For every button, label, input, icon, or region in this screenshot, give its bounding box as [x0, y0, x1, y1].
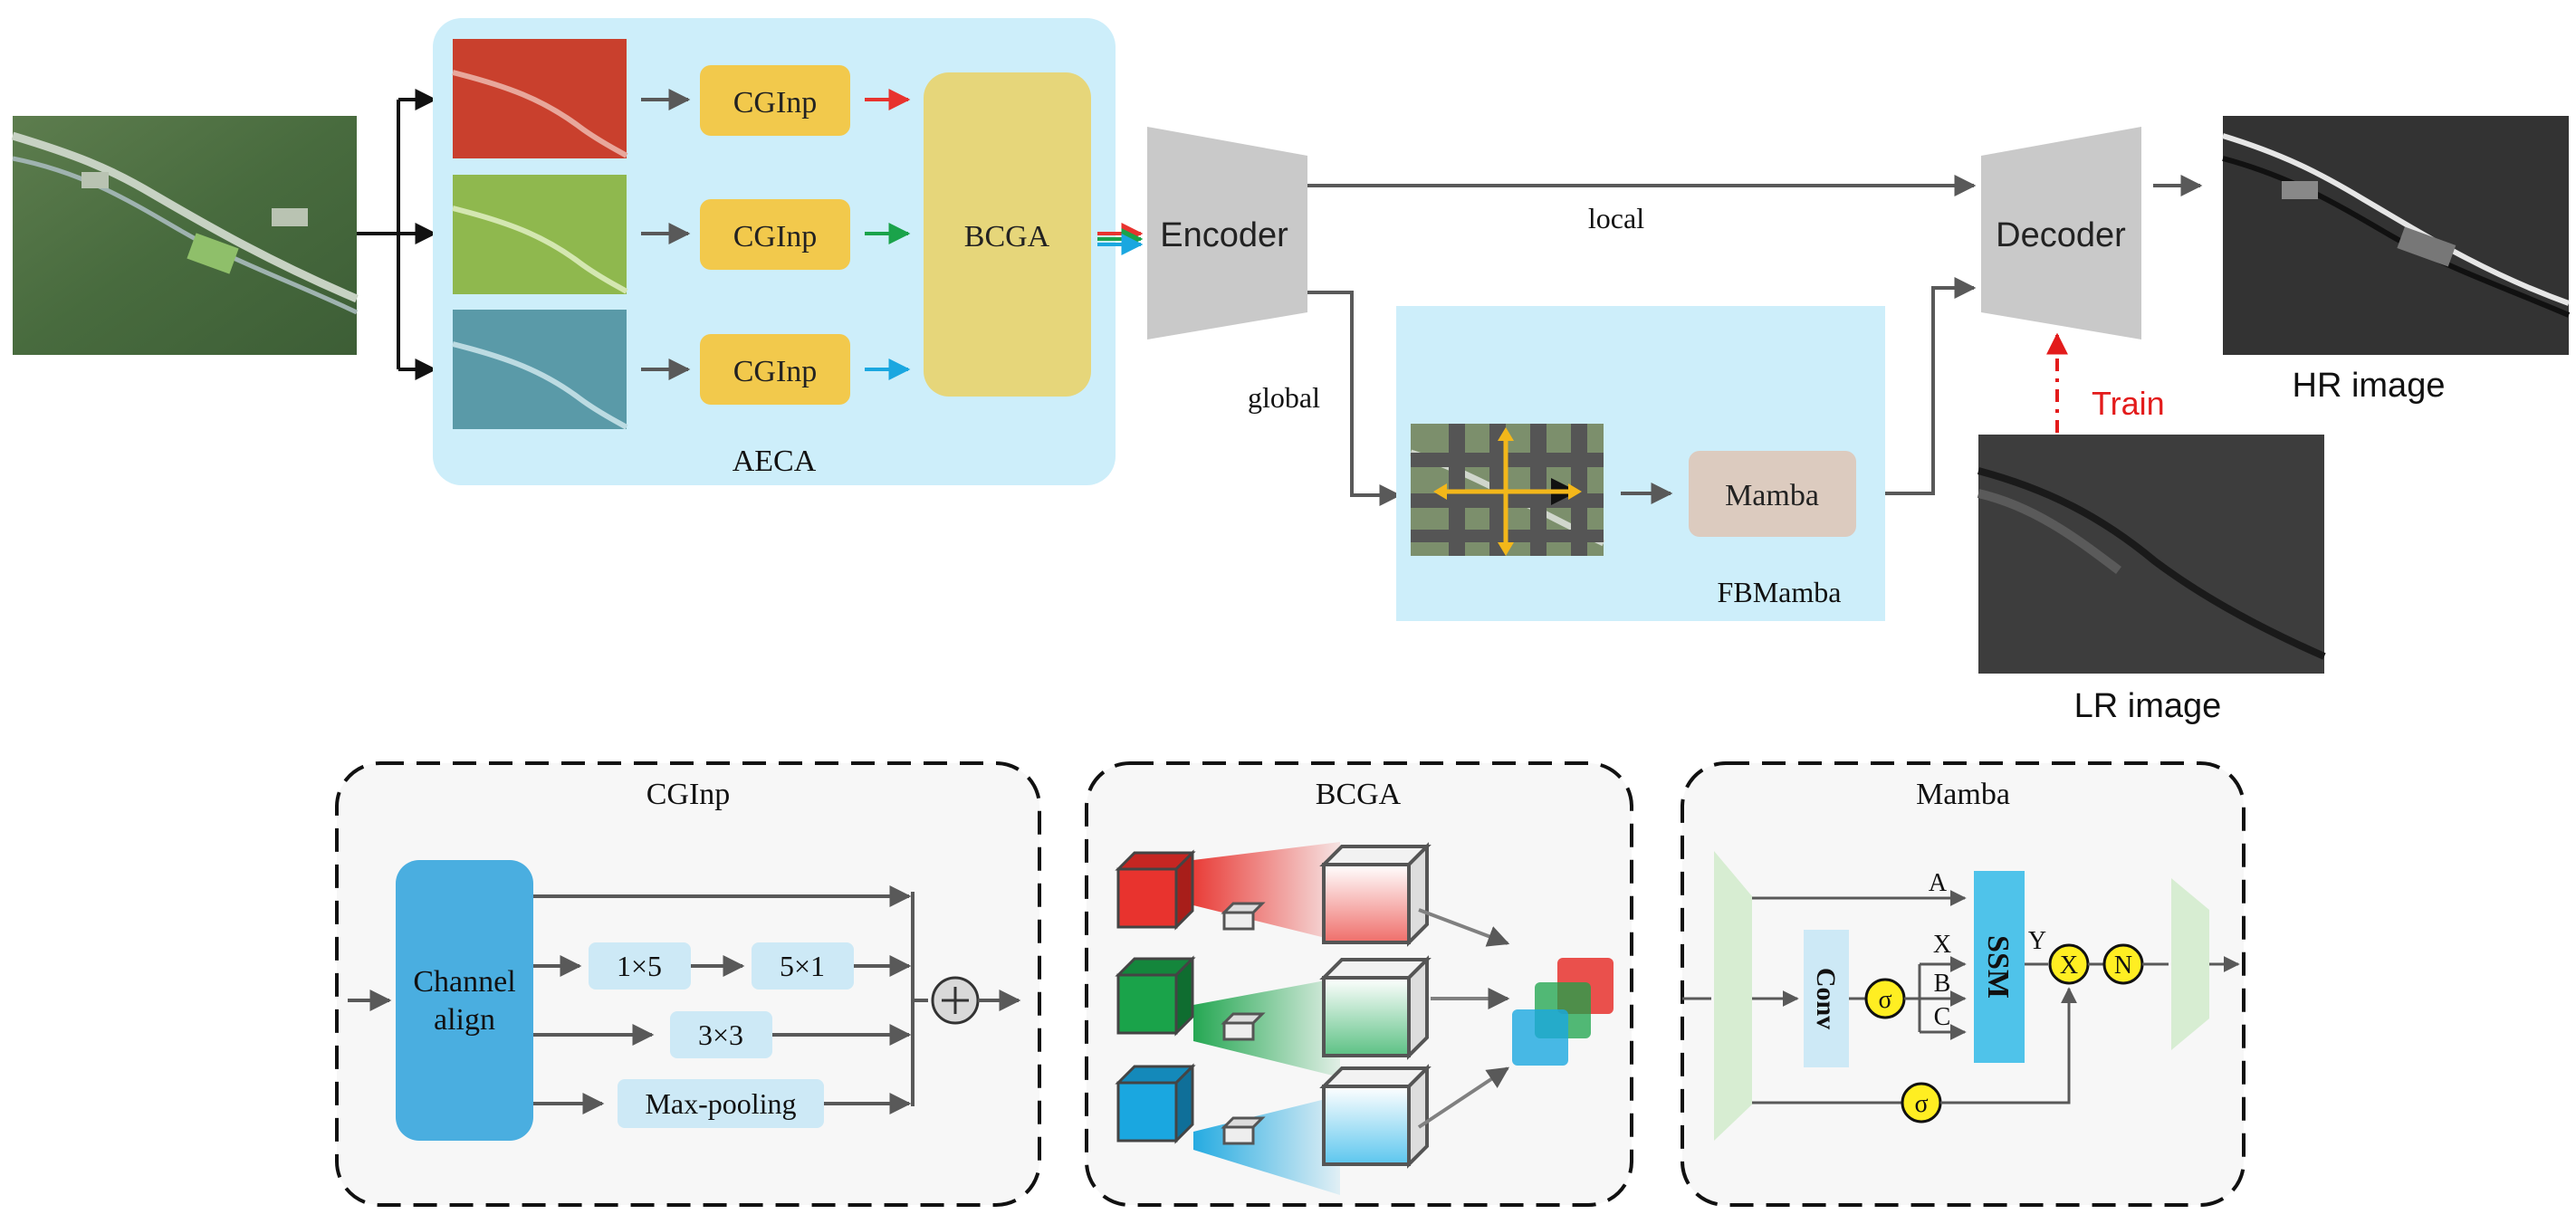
- op-5x1: [752, 942, 854, 990]
- svg-text:3×3: 3×3: [698, 1018, 743, 1051]
- op-max-pooling: [618, 1079, 824, 1128]
- svg-text:X: X: [2060, 951, 2078, 980]
- cginp-box-1: CGInp: [700, 65, 850, 136]
- mamba-box: Mamba: [1689, 451, 1856, 537]
- svg-text:CGInp: CGInp: [646, 778, 731, 811]
- svg-text:5×1: 5×1: [780, 950, 825, 982]
- conv-box: [1804, 930, 1849, 1067]
- lr-image: LR image: [1977, 435, 2326, 725]
- local-path: local: [1307, 175, 1977, 234]
- svg-text:Mamba: Mamba: [1725, 479, 1819, 512]
- channel-image-red: [452, 39, 628, 158]
- mamba-detail-panel: Mamba A Conv σ X B C SSM Y X: [1681, 761, 2246, 1207]
- svg-text:CGInp: CGInp: [733, 355, 818, 388]
- svg-text:X: X: [1933, 931, 1951, 959]
- channel-image-blue: [452, 310, 628, 430]
- svg-text:A: A: [1929, 869, 1948, 897]
- svg-text:Max-pooling: Max-pooling: [645, 1087, 796, 1120]
- cginp-box-2: CGInp: [700, 199, 850, 270]
- norm-icon: N: [2102, 943, 2144, 985]
- multiply-icon: X: [2048, 943, 2090, 985]
- global-path: global: [1248, 291, 1402, 506]
- ssm-box: [1974, 871, 2025, 1063]
- mamba-output-projection: [2171, 878, 2209, 1050]
- svg-text:CGInp: CGInp: [733, 220, 818, 253]
- svg-text:Mamba: Mamba: [1916, 778, 2010, 811]
- svg-text:BCGA: BCGA: [1316, 778, 1402, 811]
- cginp-box-3: CGInp: [700, 334, 850, 405]
- hr-image: HR image: [2222, 116, 2571, 405]
- input-satellite-image: [11, 116, 359, 355]
- decoder-block: Decoder: [1981, 127, 2141, 339]
- bcga-detail-panel: BCGA: [1085, 761, 1633, 1207]
- bcga-box: BCGA: [924, 72, 1091, 397]
- svg-text:local: local: [1588, 202, 1644, 234]
- fbmamba-label: FBMamba: [1718, 576, 1842, 608]
- bcga-row-red: [1115, 842, 1510, 947]
- train-arrow: Train: [2046, 332, 2165, 433]
- svg-text:Train: Train: [2092, 385, 2165, 422]
- mamba-input-projection: [1714, 851, 1752, 1141]
- input-split-connector: [357, 89, 437, 380]
- add-icon: [931, 976, 980, 1025]
- bcga-fused-output: [1512, 958, 1614, 1066]
- channel-image-green: [452, 175, 628, 294]
- svg-text:B: B: [1934, 970, 1951, 998]
- svg-text:align: align: [434, 1003, 495, 1037]
- sigma-icon: σ: [1864, 978, 1906, 1019]
- svg-text:Y: Y: [2028, 927, 2046, 955]
- svg-text:Conv: Conv: [1811, 968, 1841, 1029]
- svg-text:N: N: [2114, 951, 2132, 980]
- svg-text:σ: σ: [1914, 1090, 1928, 1118]
- svg-text:Encoder: Encoder: [1160, 216, 1288, 254]
- svg-text:global: global: [1248, 381, 1320, 414]
- svg-text:1×5: 1×5: [617, 950, 662, 982]
- svg-text:Decoder: Decoder: [1996, 216, 2126, 254]
- bcga-to-encoder-arrows: [1097, 223, 1144, 255]
- encoder-block: Encoder: [1147, 127, 1307, 339]
- svg-text:LR image: LR image: [2074, 687, 2222, 725]
- svg-text:BCGA: BCGA: [964, 220, 1050, 253]
- op-3x3: [670, 1011, 772, 1058]
- bcga-row-blue: [1115, 1063, 1510, 1195]
- aeca-label: AECA: [733, 445, 817, 478]
- svg-text:C: C: [1934, 1003, 1951, 1031]
- svg-text:HR image: HR image: [2293, 367, 2446, 405]
- patch-grid-image: [1409, 424, 1605, 556]
- cginp-detail-panel: CGInp Channel align 1×5 5×1 3×3 Max-pool…: [335, 761, 1041, 1207]
- channel-align-box: [396, 860, 533, 1141]
- sigma-gate-icon: σ: [1901, 1082, 1942, 1124]
- svg-text:Channel: Channel: [413, 965, 515, 999]
- svg-text:SSM: SSM: [1981, 935, 2015, 999]
- svg-text:σ: σ: [1878, 986, 1891, 1014]
- svg-text:CGInp: CGInp: [733, 86, 818, 120]
- bcga-row-green: [1115, 955, 1510, 1077]
- mamba-to-decoder-arrow: [1885, 277, 1977, 495]
- op-1x5: [589, 942, 691, 990]
